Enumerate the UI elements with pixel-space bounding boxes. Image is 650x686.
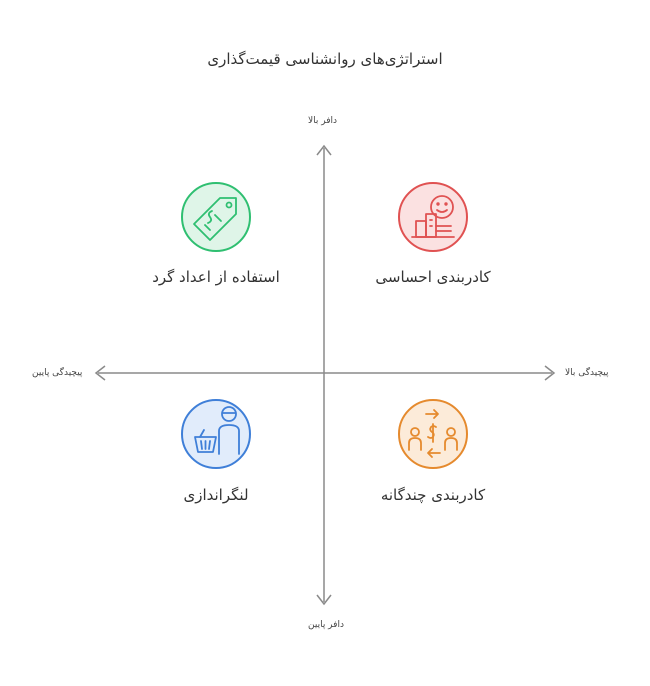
people-exchange-icon	[398, 399, 468, 469]
vertical-axis	[316, 144, 332, 606]
axis-label-right: پیچیدگی بالا	[565, 368, 609, 378]
axis-label-bottom: دافر پایین	[308, 620, 344, 630]
shopper-basket-icon	[181, 399, 251, 469]
price-tag-icon	[181, 182, 251, 252]
quadrant-label-bottom-right: کادربندی چندگانه	[380, 486, 486, 504]
smiley-building-icon	[398, 182, 468, 252]
quadrant-label-top-left: استفاده از اعداد گرد	[152, 268, 280, 286]
axis-label-left: پیچیدگی پایین	[32, 368, 83, 378]
diagram-title: استراتژی‌های روانشناسی قیمت‌گذاری	[207, 50, 443, 68]
horizontal-axis	[94, 365, 556, 381]
axis-label-top: دافر بالا	[308, 116, 338, 126]
quadrant-label-top-right: کادربندی احساسی	[375, 268, 491, 286]
quadrant-label-bottom-left: لنگراندازی	[183, 486, 249, 504]
